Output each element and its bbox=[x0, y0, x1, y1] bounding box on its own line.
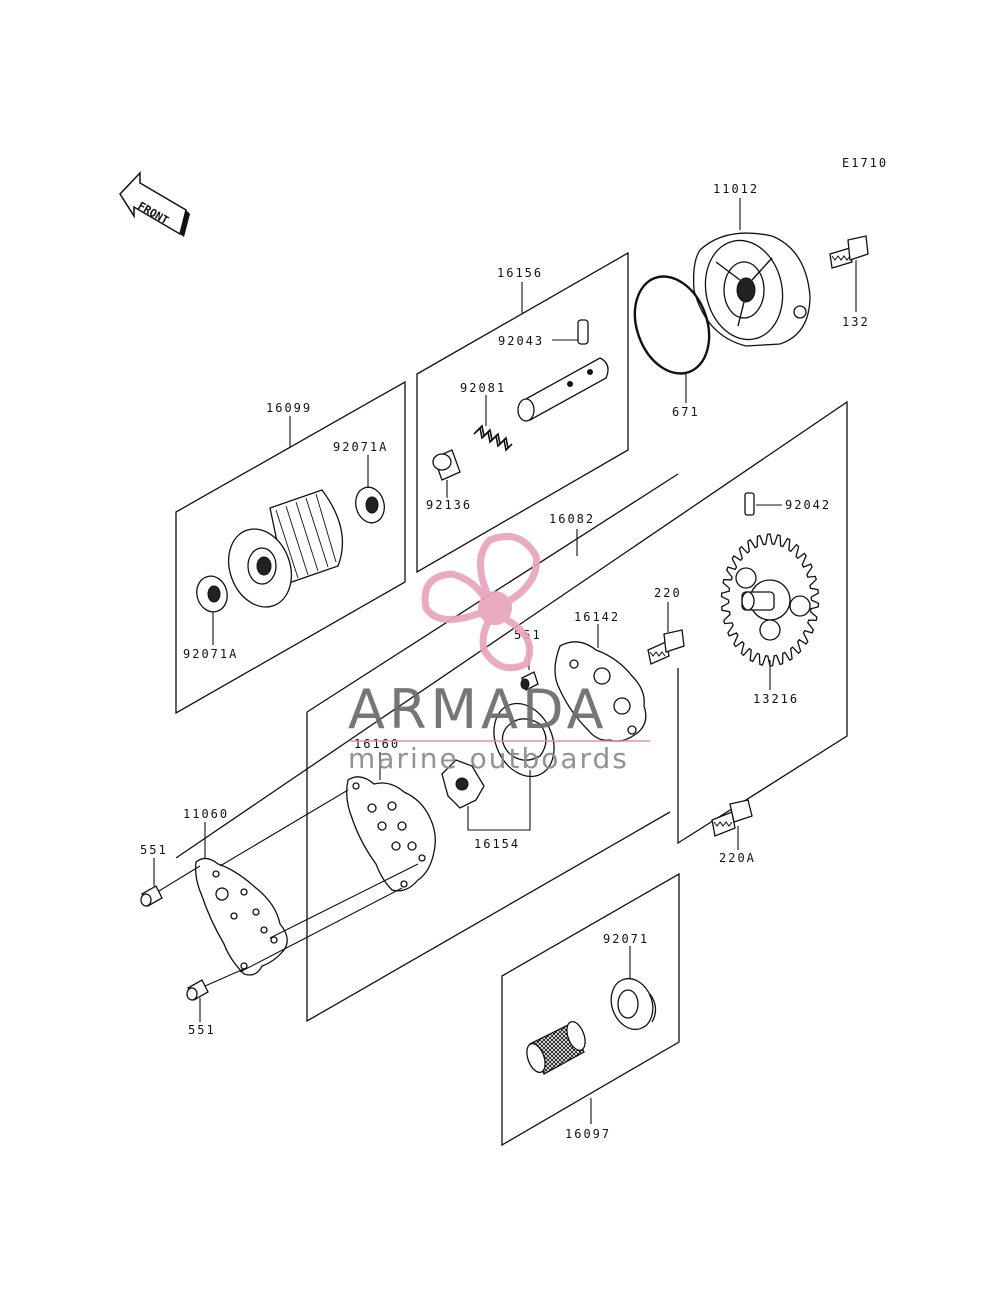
inner-rotor bbox=[441, 759, 485, 809]
label-16082: 16082 bbox=[549, 512, 595, 526]
label-11060: 11060 bbox=[183, 807, 229, 821]
bolt-132 bbox=[829, 235, 869, 269]
label-92081: 92081 bbox=[460, 381, 506, 395]
plug bbox=[432, 449, 461, 481]
valve-sleeve bbox=[517, 357, 609, 422]
label-220a: 220A bbox=[719, 851, 756, 865]
label-551-top: 551 bbox=[140, 843, 168, 857]
dowel-pump bbox=[520, 671, 539, 691]
pump-cover-16142 bbox=[554, 641, 647, 742]
label-220: 220 bbox=[654, 586, 682, 600]
pin-92043 bbox=[577, 319, 589, 345]
label-671: 671 bbox=[672, 405, 700, 419]
outer-rotor bbox=[493, 702, 555, 778]
watermark-tagline: marine outboards bbox=[348, 742, 629, 775]
label-16154: 16154 bbox=[474, 837, 520, 851]
label-92043: 92043 bbox=[498, 334, 544, 348]
label-551-bottom: 551 bbox=[188, 1023, 216, 1037]
bolt-220 bbox=[647, 629, 685, 665]
label-92071a-top: 92071A bbox=[333, 440, 388, 454]
oring bbox=[633, 275, 711, 375]
gasket-11060 bbox=[194, 857, 288, 976]
pump-assy-box-upper bbox=[175, 400, 848, 859]
label-92071: 92071 bbox=[603, 932, 649, 946]
label-16099: 16099 bbox=[266, 401, 312, 415]
spring bbox=[473, 424, 513, 452]
label-16097: 16097 bbox=[565, 1127, 611, 1141]
armada-watermark: ARMADA marine outboards bbox=[348, 533, 650, 775]
bolt-220a bbox=[711, 799, 753, 837]
diagram-code: E1710 bbox=[842, 156, 888, 170]
label-92136: 92136 bbox=[426, 498, 472, 512]
oil-filter bbox=[228, 489, 344, 608]
label-92042: 92042 bbox=[785, 498, 831, 512]
label-11012: 11012 bbox=[713, 182, 759, 196]
oil-filter-box bbox=[175, 380, 406, 715]
dowel-top bbox=[140, 885, 163, 907]
relief-valve-box bbox=[416, 251, 629, 574]
label-92071a-bottom: 92071A bbox=[183, 647, 238, 661]
strainer bbox=[526, 1020, 586, 1075]
seal-bottom bbox=[196, 575, 228, 613]
gear-13216 bbox=[720, 533, 820, 667]
label-16142: 16142 bbox=[574, 610, 620, 624]
plate-16160 bbox=[346, 776, 436, 892]
strainer-seal bbox=[610, 977, 657, 1031]
watermark-brand: ARMADA bbox=[348, 678, 608, 741]
seal-top bbox=[355, 486, 385, 524]
dowel-bottom bbox=[186, 979, 209, 1001]
pump-assy-box-lower bbox=[306, 712, 671, 1023]
label-16156: 16156 bbox=[497, 266, 543, 280]
front-arrow-icon: FRONT bbox=[119, 171, 190, 237]
propeller-icon bbox=[421, 533, 540, 672]
label-132: 132 bbox=[842, 315, 870, 329]
pin-92042 bbox=[744, 492, 755, 516]
label-13216: 13216 bbox=[753, 692, 799, 706]
pump-cover-housing bbox=[692, 232, 811, 347]
strainer-box bbox=[501, 872, 680, 1147]
